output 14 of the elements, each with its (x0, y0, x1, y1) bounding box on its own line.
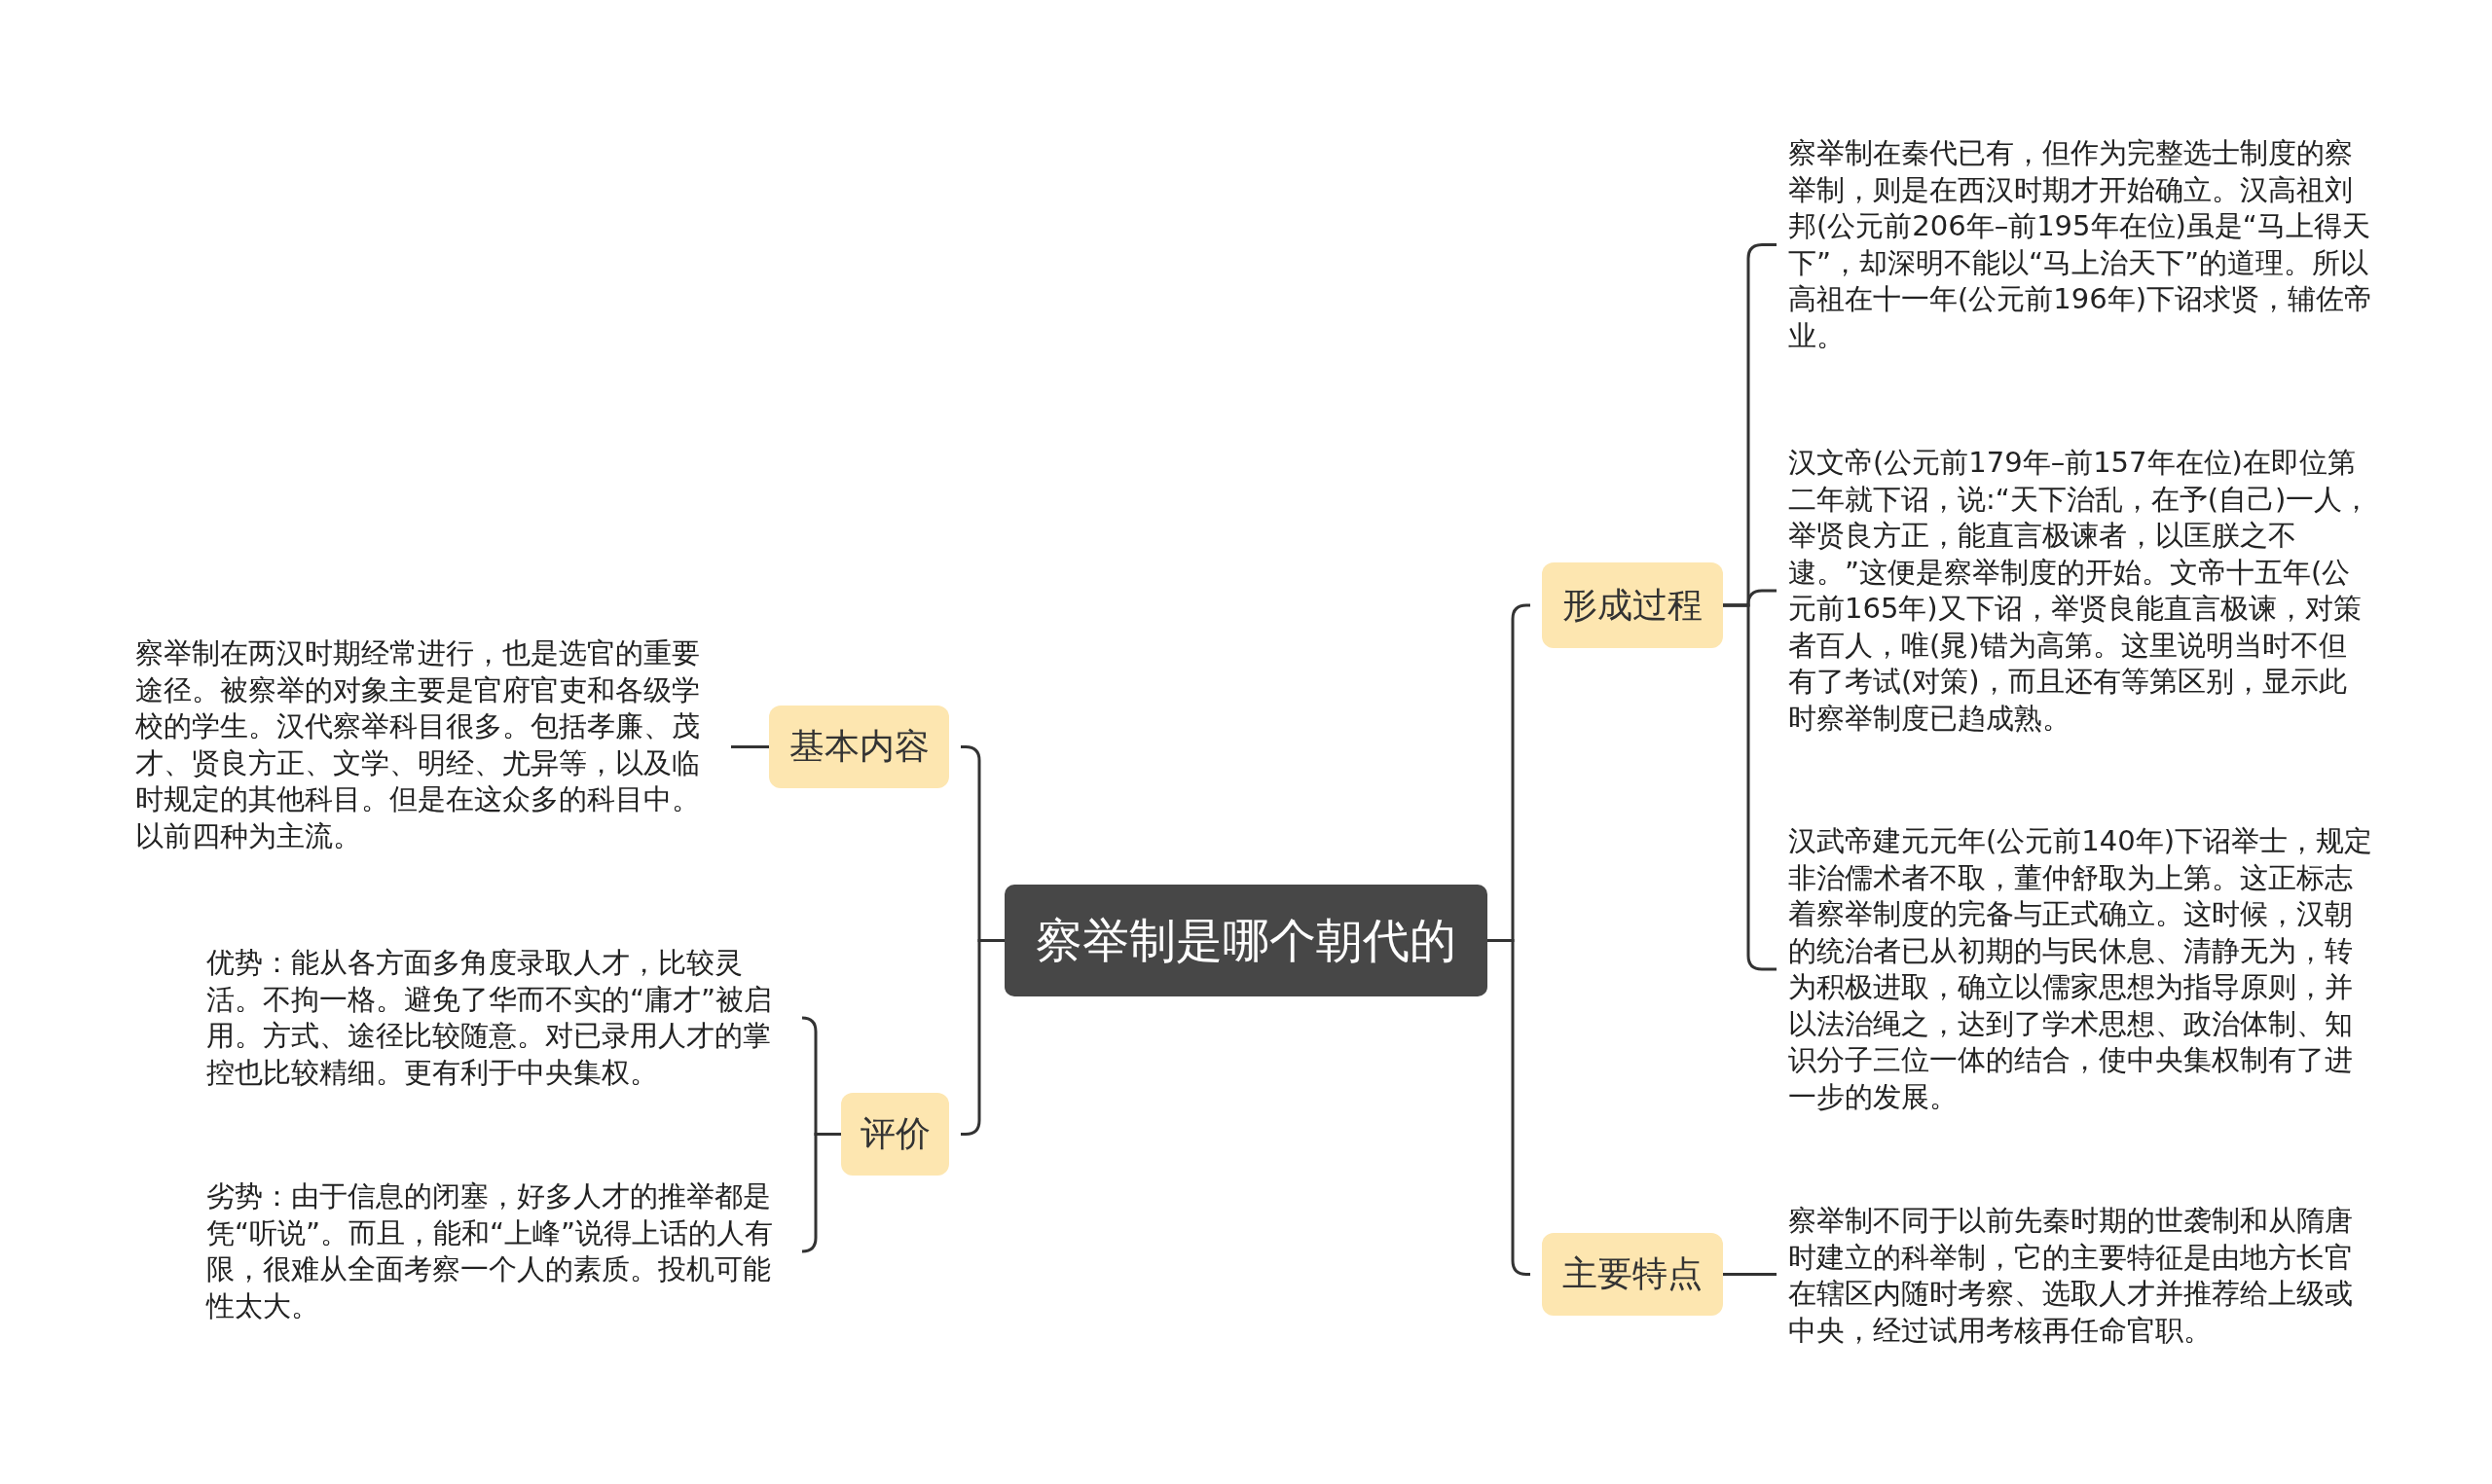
note-text: 察举制在两汉时期经常进行，也是选官的重要途径。被察举的对象主要是官府官吏和各级学校的学生。汉代察举科目很多。包括孝廉、茂才、贤良方正、文学、明经、尤异等，以及临时规定的其他科目。但是在这众多的科目中。以前四种为主流。 (135, 635, 719, 854)
note-text: 优势：能从各方面多角度录取人才，比较灵活。不拘一格。避免了华而不实的“庸才”被启用。方式、途径比较随意。对已录用人才的掌控也比较精细。更有利于中央集权。 (206, 945, 790, 1091)
topic-box: 形成过程 (1542, 562, 1723, 648)
note-text: 汉文帝(公元前179年–前157年在位)在即位第二年就下诏，说:“天下治乱，在予(自己)一人，举贤良方正，能直言极谏者，以匡朕之不逮。”这便是察举制度的开始。文帝十五年(公元前165年)又下诏，举贤良能直言极谏，对策者百人，唯(晁)错为高第。这里说明当时不但有了考试(对策)，而且还有等第区别，显示此时察举制度已趋成熟。 (1788, 445, 2372, 737)
note-text: 察举制在秦代已有，但作为完整选士制度的察举制，则是在西汉时期才开始确立。汉高祖刘邦(公元前206年–前195年在位)虽是“马上得天下”，却深明不能以“马上治天下”的道理。所以高祖在十一年(公元前196年)下诏求贤，辅佐帝业。 (1788, 135, 2372, 354)
topic-box: 主要特点 (1542, 1233, 1723, 1316)
note-text: 汉武帝建元元年(公元前140年)下诏举士，规定非治儒术者不取，董仲舒取为上第。这正标志着察举制度的完备与正式确立。这时候，汉朝的统治者已从初期的与民休息、清静无为，转为积极进取，确立以儒家思想为指导原则，并以法治绳之，达到了学术思想、政治体制、知识分子三位一体的结合，使中央集权制有了进一步的发展。 (1788, 823, 2372, 1115)
note-text: 察举制不同于以前先秦时期的世袭制和从隋唐时建立的科举制，它的主要特征是由地方长官在辖区内随时考察、选取人才并推荐给上级或中央，经过试用考核再任命官职。 (1788, 1203, 2372, 1349)
topic-box: 评价 (841, 1093, 949, 1176)
central-topic-box: 察举制是哪个朝代的 (1005, 885, 1487, 996)
topic-box: 基本内容 (769, 706, 949, 788)
connector-line (731, 745, 769, 748)
note-text: 劣势：由于信息的闭塞，好多人才的推举都是凭“听说”。而且，能和“上峰”说得上话的人有限，很难从全面考察一个人的素质。投机可能性太大。 (206, 1178, 790, 1324)
connector-line (1723, 1273, 1777, 1276)
